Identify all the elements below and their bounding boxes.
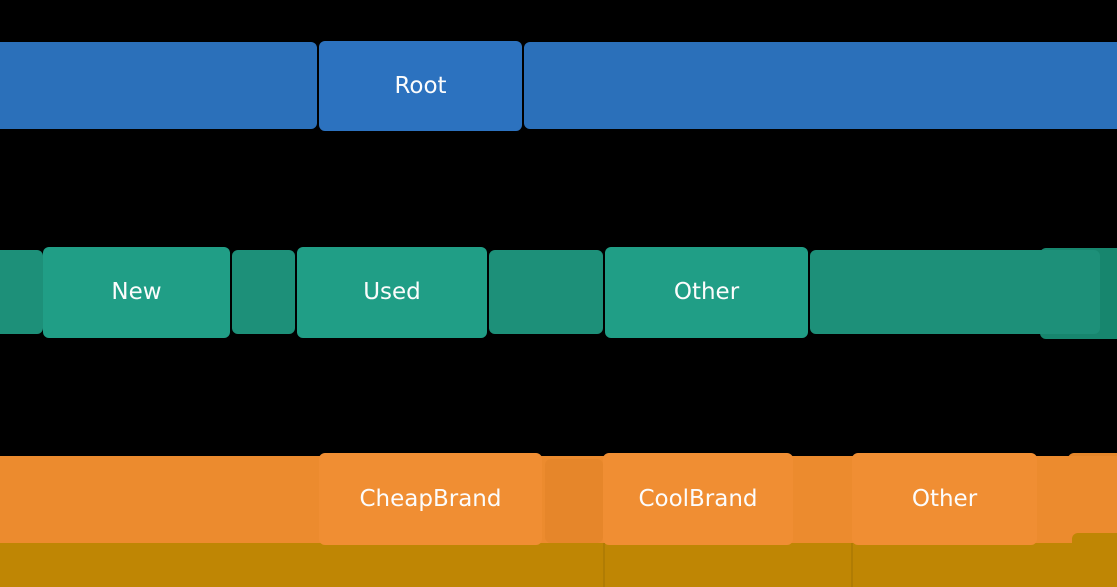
tree-segment-depth-3-leaf-band[interactable] — [1072, 533, 1117, 587]
tree-node-label: CheapBrand — [359, 485, 502, 512]
tree-node-cheapbrand[interactable]: CheapBrand — [319, 453, 542, 545]
tree-node-label: New — [111, 279, 162, 305]
tree-node-label: Root — [394, 72, 447, 99]
tree-segment-depth-0-root-band[interactable] — [524, 42, 1117, 129]
tree-node-label: Used — [363, 279, 421, 305]
tree-segment-depth-1-condition-band[interactable] — [0, 250, 43, 334]
tree-node-label: CoolBrand — [638, 485, 758, 512]
tree-segment-depth-3-leaf-band[interactable] — [0, 543, 1117, 587]
tree-node-used[interactable]: Used — [297, 247, 487, 338]
tree-segment-depth-0-root-band[interactable] — [0, 42, 317, 129]
tree-node-coolbrand[interactable]: CoolBrand — [603, 453, 793, 545]
tree-node-label: Other — [911, 485, 978, 512]
tree-segment-depth-1-condition-band[interactable] — [232, 250, 295, 334]
tree-segment-depth-1-condition-band[interactable] — [489, 250, 603, 334]
tree-node-other[interactable]: Other — [852, 453, 1037, 545]
tree-node-other[interactable]: Other — [605, 247, 808, 338]
tree-segment-depth-1-condition-band[interactable] — [810, 250, 1100, 334]
tree-node-root[interactable]: Root — [319, 41, 522, 131]
tree-node-label: Other — [673, 279, 740, 305]
band-seam — [603, 543, 605, 587]
band-seam — [851, 543, 853, 587]
tree-node-new[interactable]: New — [43, 247, 230, 338]
tree-segment-depth-2-brand-band[interactable] — [545, 459, 603, 543]
